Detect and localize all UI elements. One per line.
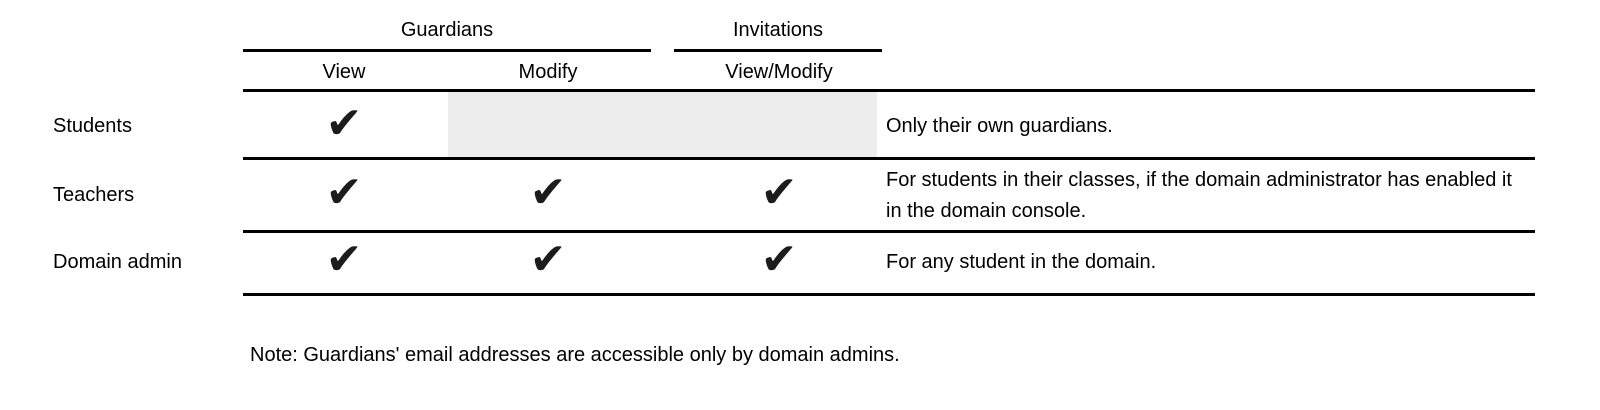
column-header-modify: Modify [518,61,578,83]
row-label-domain-admin: Domain admin [53,251,182,273]
check-icon: ✔ [325,235,363,284]
row-note-students: Only their own guardians. [886,115,1113,137]
guardians-underline [243,49,651,52]
row-label-students: Students [53,115,132,137]
invitations-underline [674,49,882,52]
check-icon: ✔ [760,235,798,284]
check-icon: ✔ [325,168,363,217]
column-group-invitations: Invitations [732,19,824,41]
check-icon: ✔ [760,168,798,217]
check-icon: ✔ [529,235,567,284]
check-icon: ✔ [529,168,567,217]
column-group-guardians: Guardians [400,19,494,41]
header-rule [243,89,1535,92]
row-rule [243,230,1535,233]
row-note-domain-admin: For any student in the domain. [886,251,1157,273]
table-bottom-rule [243,293,1535,296]
footnote: Note: Guardians' email addresses are acc… [250,344,900,366]
row-label-teachers: Teachers [53,184,135,206]
column-header-view: View [322,61,366,83]
row-rule [243,157,1535,160]
check-icon: ✔ [325,99,363,148]
row-note-teachers: For students in their classes, if the do… [886,169,1512,222]
students-disabled-cells-region [448,92,877,157]
column-header-view-modify: View/Modify [725,61,833,83]
